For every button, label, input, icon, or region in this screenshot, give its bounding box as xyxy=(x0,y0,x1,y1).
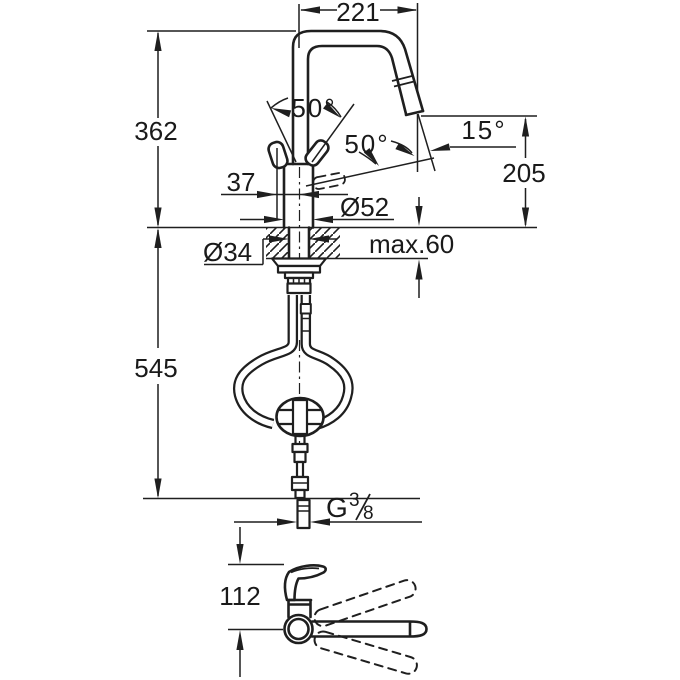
dim-label-362: 362 xyxy=(134,116,177,146)
dim-outlet-height: 205 xyxy=(421,115,546,228)
supply-hose-end xyxy=(290,434,311,530)
dim-label-d34: Ø34 xyxy=(203,237,252,267)
folded-lever xyxy=(283,564,327,602)
faucet-side-view xyxy=(147,29,537,530)
dim-label-545: 545 xyxy=(134,353,177,383)
stabilizer-plate xyxy=(270,257,328,268)
dim-label-112: 112 xyxy=(219,581,260,611)
dim-label-205: 205 xyxy=(502,158,545,188)
weight-clamp xyxy=(291,398,309,436)
dim-hole-diameter: Ø34 xyxy=(203,235,337,267)
hose-loop xyxy=(233,295,354,431)
hose-connector-marks xyxy=(301,317,310,332)
g38-thread-end xyxy=(296,498,311,530)
spout-outer-edge xyxy=(291,29,425,166)
dimension-annotations: 221 362 545 205 xyxy=(134,0,546,677)
swivel-joint-inner xyxy=(287,617,310,641)
folded-spout-arm xyxy=(310,620,428,638)
faucet-folded-view xyxy=(283,564,428,675)
dim-label-g: G xyxy=(326,492,348,523)
hose-connector xyxy=(299,303,312,315)
mounting-hardware xyxy=(270,257,328,295)
hose-tailpiece xyxy=(286,282,312,295)
dim-height-above-deck: 362 xyxy=(134,30,296,228)
dim-label-g-num: 3 xyxy=(349,490,360,511)
counter-hatch-left xyxy=(266,228,289,258)
dim-max-deck-thickness: max.60 xyxy=(369,197,454,298)
dim-body-diameter: Ø52 xyxy=(240,192,394,224)
dim-spout-reach: 221 xyxy=(298,0,419,172)
dim-folded-height: 112 xyxy=(219,527,284,677)
dim-lever-angle-front: 50° xyxy=(266,93,355,163)
dim-label-15: 15° xyxy=(461,115,506,145)
dim-label-37: 37 xyxy=(227,167,256,197)
folded-lever-detail xyxy=(290,567,320,574)
spray-head-tip xyxy=(404,109,425,117)
dim-label-max60: max.60 xyxy=(369,229,454,259)
dim-label-50-side: 50° xyxy=(344,129,389,159)
dim-hose-length: 545 xyxy=(134,228,420,500)
counter-section xyxy=(147,226,537,260)
dim-label-221: 221 xyxy=(336,0,379,27)
lever-closed-position xyxy=(267,140,289,170)
spout-inner-edge xyxy=(306,44,408,166)
dim-lever-offset: 37 xyxy=(221,148,348,219)
dim-lever-angle-side: 50° xyxy=(305,129,435,187)
counter-hatch-right xyxy=(309,228,340,258)
dim-thread: G 3 8 xyxy=(234,490,422,526)
folded-body xyxy=(286,598,313,619)
dim-label-d52: Ø52 xyxy=(340,192,389,222)
spray-head-joint xyxy=(391,75,415,88)
dim-label-50-front: 50° xyxy=(291,93,336,123)
hose-weight xyxy=(275,396,325,438)
fraction-slash xyxy=(355,493,371,521)
dim-label-g-den: 8 xyxy=(363,503,374,524)
dim-spout-angle: 15° xyxy=(417,113,516,172)
